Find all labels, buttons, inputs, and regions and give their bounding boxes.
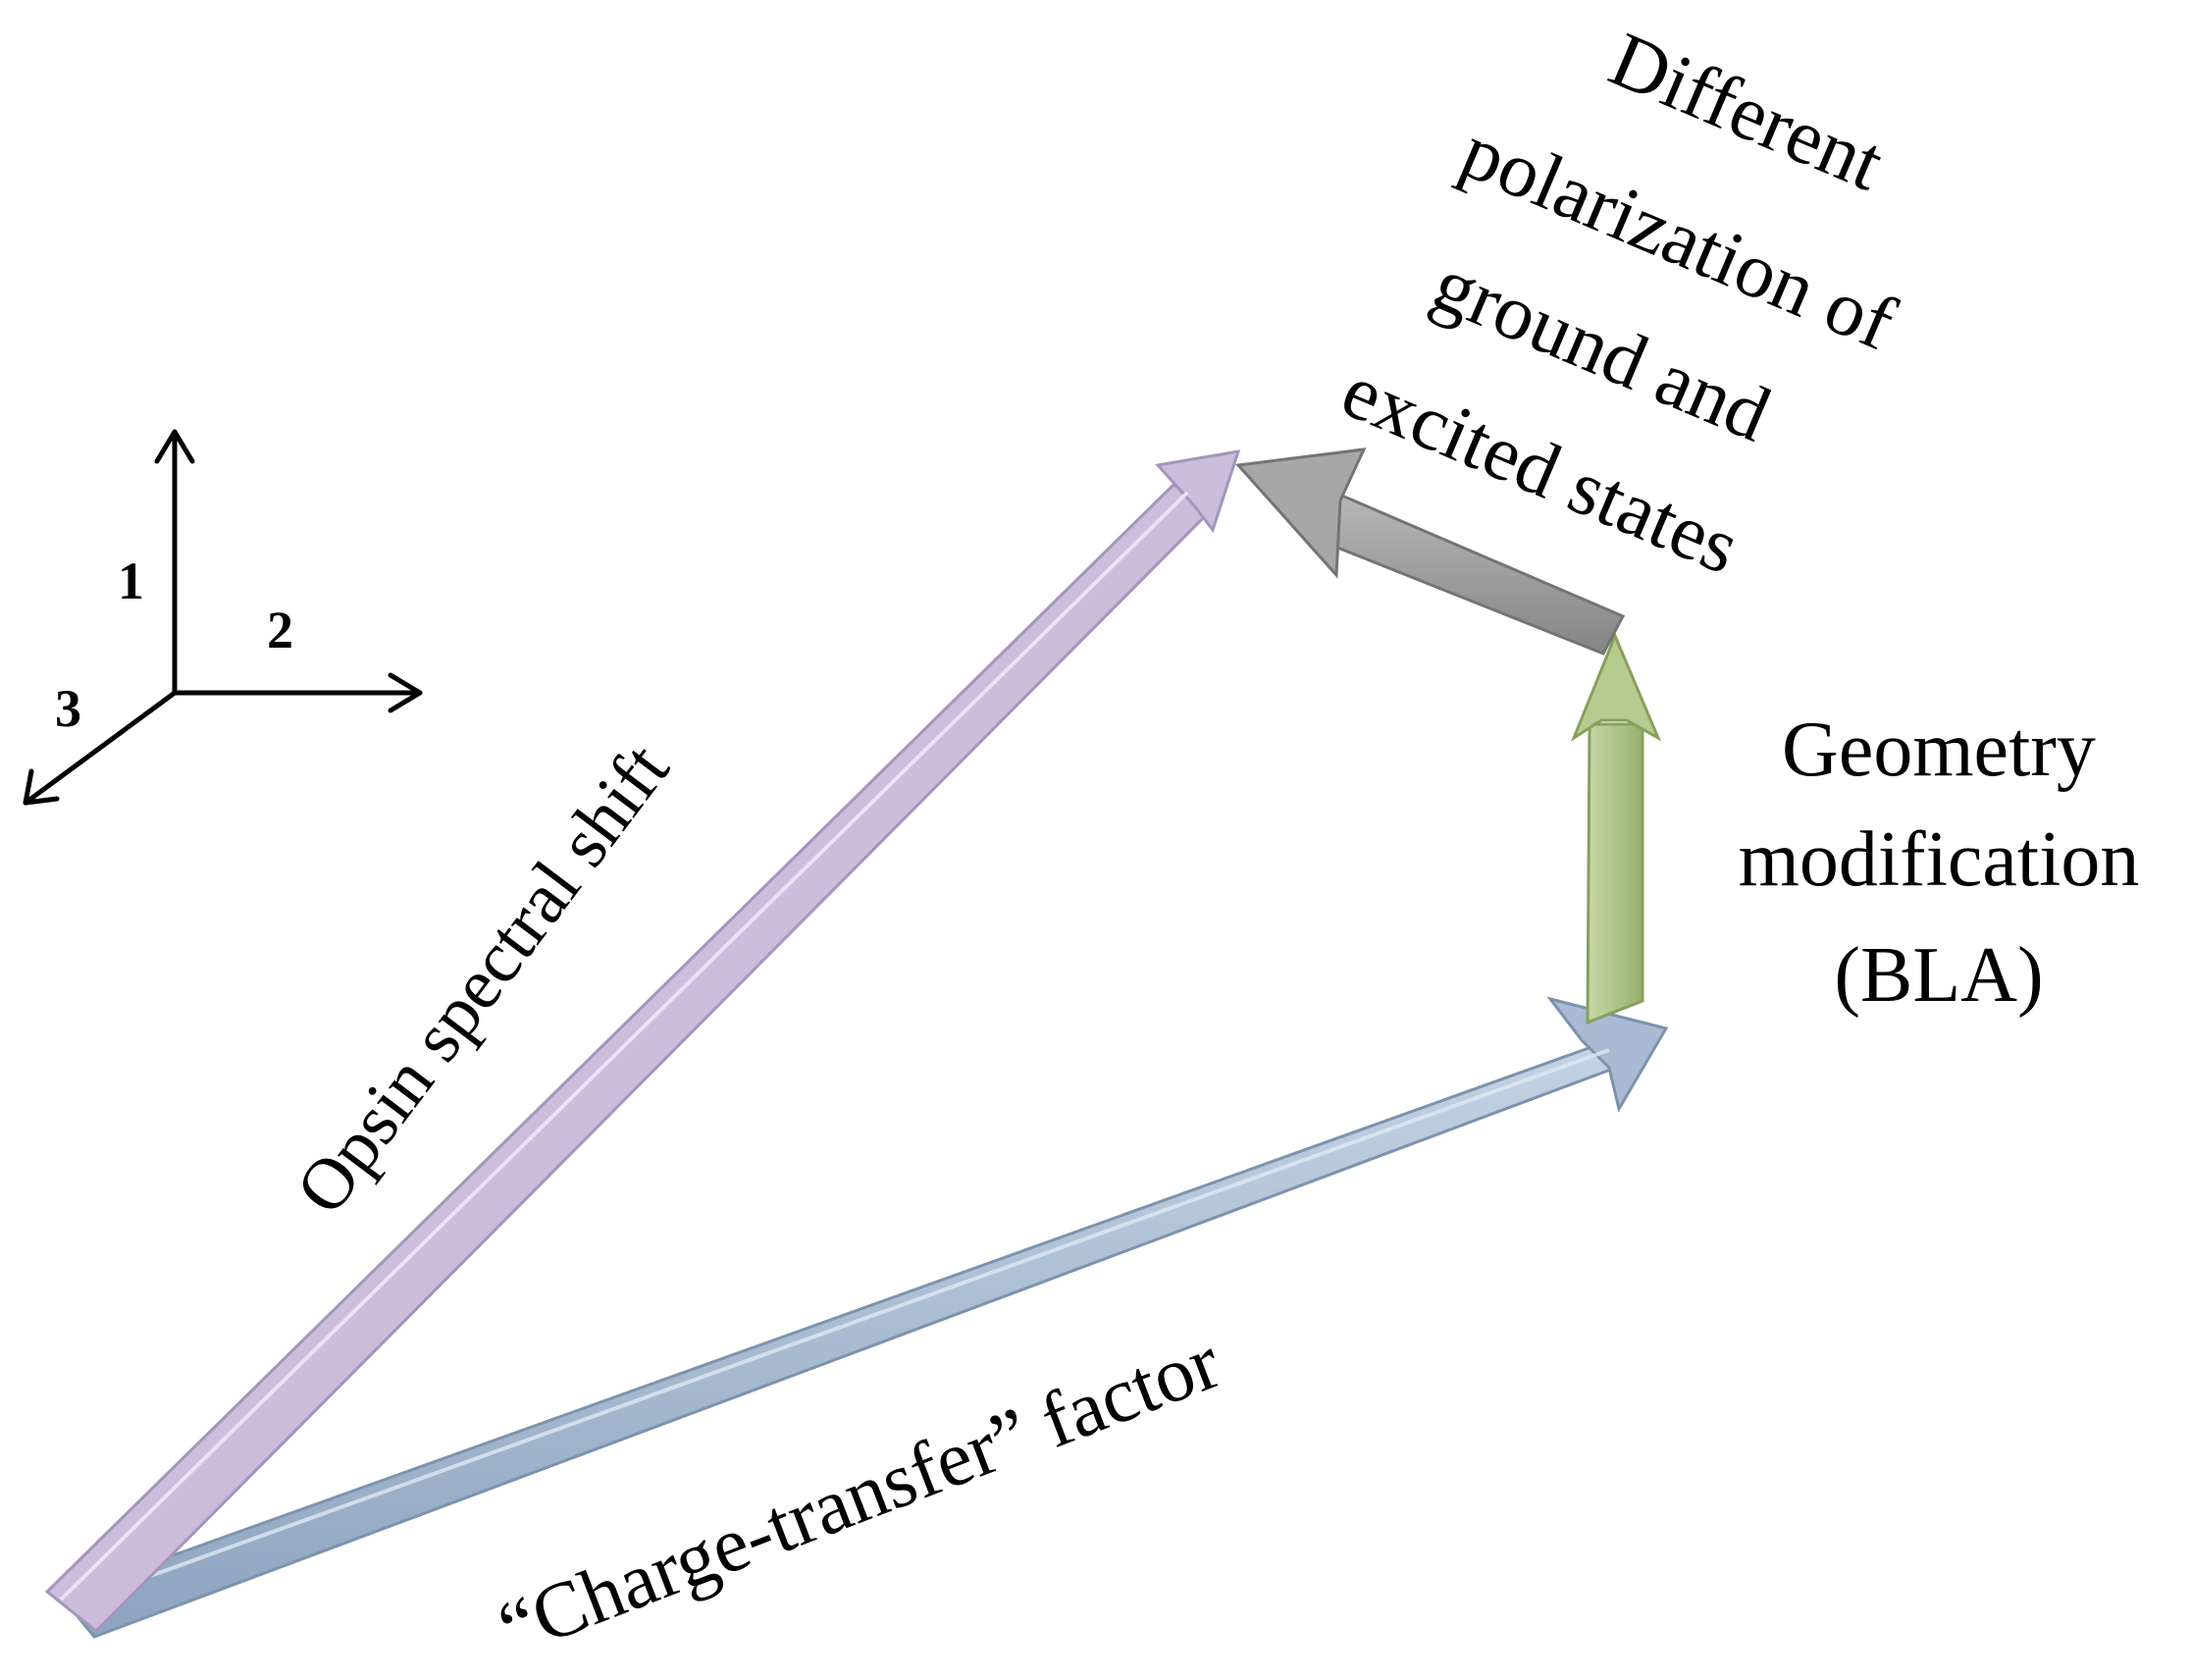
polarization-arrow	[1234, 447, 1626, 656]
charge-transfer-head	[1546, 996, 1669, 1113]
axis-3-label: 3	[55, 679, 81, 738]
geometry-label-line-2: modification	[1739, 816, 2140, 903]
opsin-shift-label: Opsin spectral shift	[281, 729, 685, 1229]
axis-1-label: 1	[118, 551, 144, 610]
polarization-head	[1234, 447, 1367, 579]
axis-1-arrowhead	[154, 429, 195, 464]
axis-2-arrowhead	[388, 672, 423, 713]
axis-3-arrowhead	[23, 768, 60, 806]
geometry-label: Geometry modification (BLA)	[1739, 707, 2140, 1019]
geometry-shaft	[1586, 722, 1644, 1025]
charge-transfer-label: “Charge-transfer” factor	[488, 1319, 1231, 1673]
axis-3-line	[23, 690, 178, 806]
axes-legend: 1 2 3	[23, 429, 423, 806]
geometry-label-line-1: Geometry	[1782, 707, 2096, 793]
geometry-head	[1570, 632, 1662, 742]
axis-2-label: 2	[267, 601, 293, 659]
charge-transfer-arrow	[58, 996, 1669, 1639]
geometry-arrow	[1570, 632, 1662, 1025]
opsin-shift-arrow	[44, 449, 1241, 1634]
opsin-shift-head	[1155, 449, 1241, 534]
polarization-label: Different polarization of ground and exc…	[1330, 17, 1907, 592]
charge-transfer-highlight	[68, 1048, 1610, 1607]
opsin-shift-highlight	[59, 491, 1189, 1601]
geometry-label-line-3: (BLA)	[1834, 932, 2043, 1019]
